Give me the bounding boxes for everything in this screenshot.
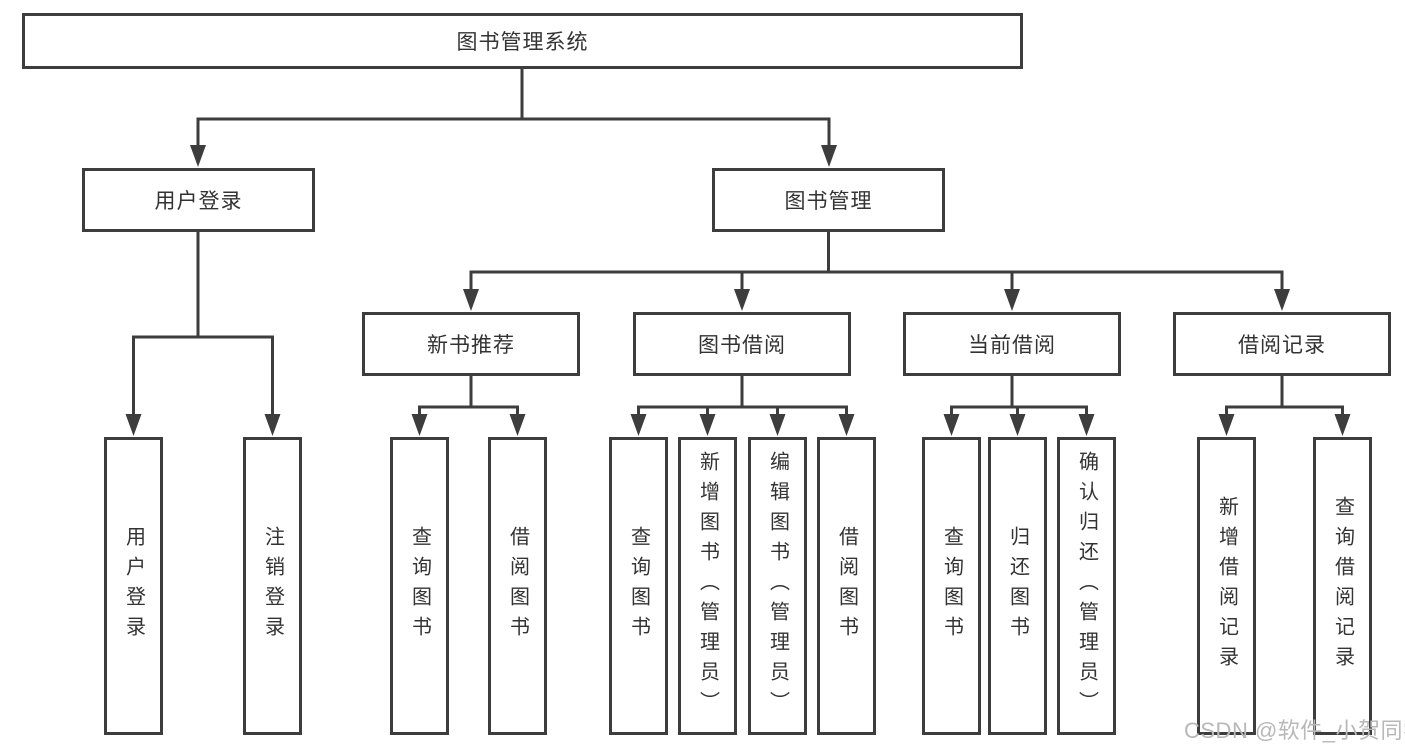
node-new-book-recommendation: 新书推荐	[362, 312, 580, 376]
leaf-return-books: 归还图书	[988, 437, 1047, 735]
leaf-borrow-books-recommend-label: 借阅图书	[506, 526, 529, 646]
node-current-borrowing-label: 当前借阅	[968, 334, 1056, 357]
node-library-system-label: 图书管理系统	[456, 31, 589, 54]
node-library-system: 图书管理系统	[22, 13, 1023, 69]
leaf-edit-books-admin-label: 编辑图书（管理员）	[766, 451, 789, 721]
node-new-book-recommendation-label: 新书推荐	[427, 334, 515, 357]
node-book-borrowing-label: 图书借阅	[698, 334, 786, 357]
leaf-edit-books-admin: 编辑图书（管理员）	[748, 437, 807, 735]
leaf-add-borrow-record: 新增借阅记录	[1197, 437, 1256, 735]
leaf-query-books-borrowing: 查询图书	[609, 437, 668, 735]
leaf-query-books-recommend: 查询图书	[390, 437, 449, 735]
node-user-login-label: 用户登录	[154, 190, 243, 213]
leaf-borrow-books: 借阅图书	[817, 437, 876, 735]
leaf-return-books-label: 归还图书	[1006, 526, 1029, 646]
leaf-confirm-return-admin-label: 确认归还（管理员）	[1075, 451, 1098, 721]
leaf-borrow-books-recommend: 借阅图书	[488, 437, 547, 735]
leaf-confirm-return-admin: 确认归还（管理员）	[1057, 437, 1116, 735]
leaf-logout-label: 注销登录	[261, 526, 284, 646]
leaf-query-books-current: 查询图书	[922, 437, 981, 735]
node-book-management: 图书管理	[712, 168, 945, 232]
node-book-management-label: 图书管理	[784, 190, 873, 213]
watermark: CSDN @软件_小贺同学	[1184, 718, 1405, 743]
leaf-query-books-recommend-label: 查询图书	[408, 526, 431, 646]
node-borrowing-records-label: 借阅记录	[1238, 334, 1326, 357]
node-book-borrowing: 图书借阅	[633, 312, 851, 376]
leaf-add-borrow-record-label: 新增借阅记录	[1215, 496, 1238, 676]
arrowheads	[125, 145, 1351, 436]
leaf-add-books-admin-label: 新增图书（管理员）	[696, 451, 719, 721]
node-user-login: 用户登录	[82, 168, 315, 232]
leaf-query-books-borrowing-label: 查询图书	[627, 526, 650, 646]
leaf-query-books-current-label: 查询图书	[940, 526, 963, 646]
leaf-user-login-label: 用户登录	[122, 526, 145, 646]
leaf-borrow-books-label: 借阅图书	[835, 526, 858, 646]
node-current-borrowing: 当前借阅	[903, 312, 1121, 376]
leaf-user-login: 用户登录	[104, 437, 163, 735]
leaf-add-books-admin: 新增图书（管理员）	[678, 437, 737, 735]
leaf-query-borrow-record-label: 查询借阅记录	[1331, 496, 1354, 676]
node-borrowing-records: 借阅记录	[1173, 312, 1391, 376]
leaf-query-borrow-record: 查询借阅记录	[1313, 437, 1372, 735]
leaf-logout: 注销登录	[243, 437, 302, 735]
